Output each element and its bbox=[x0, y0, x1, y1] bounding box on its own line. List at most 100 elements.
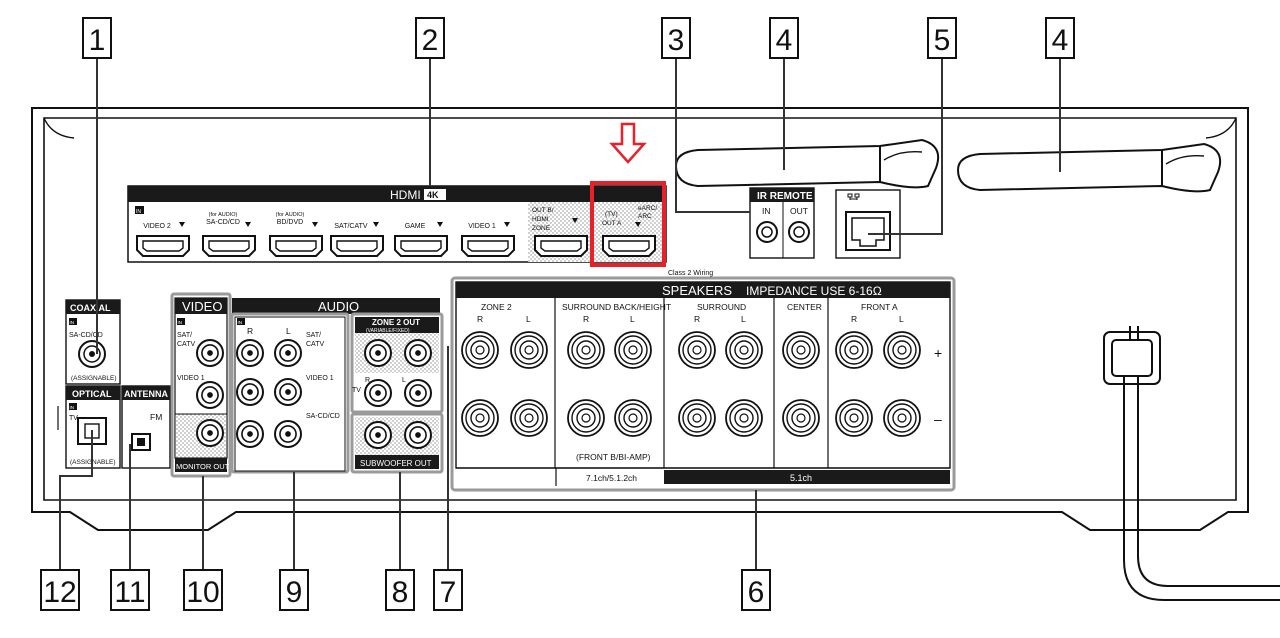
hdmi-in-port-4[interactable] bbox=[394, 235, 448, 257]
callout-number: 12 bbox=[43, 576, 76, 609]
hdmi-out-a-label-1: OUT A bbox=[602, 220, 622, 227]
optical-in-label: IN bbox=[70, 405, 75, 410]
callout-11: 11 bbox=[110, 569, 150, 611]
hdmi-in-label: IN bbox=[136, 209, 141, 215]
speaker-terminal-1-0-minus[interactable] bbox=[567, 399, 605, 437]
callout-number: 6 bbox=[748, 576, 765, 609]
hdmi-in-port-3[interactable] bbox=[330, 235, 384, 257]
hdmi-in-port-0[interactable] bbox=[136, 235, 190, 257]
audio-in-l-jack-1[interactable] bbox=[274, 378, 302, 406]
hdmi-out-a-earc-port[interactable] bbox=[602, 235, 656, 257]
callout-1: 1 bbox=[82, 17, 112, 59]
coaxial-title: COAXIAL bbox=[70, 303, 111, 313]
speaker-terminal-0-1-minus[interactable] bbox=[510, 399, 548, 437]
callout-number: 7 bbox=[440, 576, 457, 609]
speaker-terminal-4-1-plus[interactable] bbox=[883, 331, 921, 369]
speaker-terminal-1-1-minus[interactable] bbox=[614, 399, 652, 437]
hdmi-out-b-label-1: HDMI bbox=[532, 216, 549, 223]
audio-in-r-jack-2[interactable] bbox=[236, 420, 264, 448]
zone2-out-r-jack[interactable] bbox=[364, 339, 392, 367]
hdmi-section: HDMI 4K IN VIDEO 2(for AUDIO)SA-CD/CD(fo… bbox=[127, 185, 667, 263]
hdmi-port-label-5-0: VIDEO 1 bbox=[468, 223, 496, 230]
audio-sat-label-1: SAT/ bbox=[306, 332, 321, 339]
speaker-l-label-0: L bbox=[526, 314, 531, 324]
hdmi-earc-label-0: eARC/ bbox=[638, 205, 657, 212]
zone2-out-l-jack[interactable] bbox=[404, 339, 432, 367]
speaker-plus-sign: + bbox=[934, 345, 942, 361]
callout-number: 4 bbox=[1052, 24, 1069, 57]
speaker-terminal-2-1-plus[interactable] bbox=[725, 331, 763, 369]
audio-in-l-jack-0[interactable] bbox=[274, 339, 302, 367]
video-in-video1-jack[interactable] bbox=[196, 381, 224, 409]
callout-number: 9 bbox=[286, 576, 303, 609]
callout-4: 4 bbox=[769, 17, 799, 59]
speaker-terminal-2-1-minus[interactable] bbox=[725, 399, 763, 437]
hdmi-out-b-port[interactable] bbox=[534, 235, 588, 257]
triangle-marker-icon bbox=[437, 222, 443, 227]
tv-in-r-jack[interactable] bbox=[364, 379, 392, 407]
callout-9: 9 bbox=[279, 569, 309, 611]
antenna-title: ANTENNA bbox=[124, 389, 168, 399]
hdmi-port-label-1-0: (for AUDIO) bbox=[209, 212, 238, 218]
monitor-out-jack[interactable] bbox=[196, 419, 224, 447]
zone2-l-label: L bbox=[402, 377, 406, 384]
speaker-terminal-0-1-plus[interactable] bbox=[510, 331, 548, 369]
hdmi-in-port-1[interactable] bbox=[202, 235, 256, 257]
hdmi-out-b-label-0: OUT B/ bbox=[532, 207, 554, 214]
ir-out-label: OUT bbox=[790, 206, 808, 216]
audio-in-l-jack-2[interactable] bbox=[274, 420, 302, 448]
callout-3: 3 bbox=[661, 17, 691, 59]
triangle-marker-icon bbox=[245, 222, 251, 227]
speaker-terminal-4-1-minus[interactable] bbox=[883, 399, 921, 437]
hdmi-earc-label-1: ARC bbox=[638, 213, 652, 220]
audio-in-r-jack-0[interactable] bbox=[236, 339, 264, 367]
speaker-r-label-0: R bbox=[477, 314, 483, 324]
subwoofer-out-jack-1[interactable] bbox=[364, 421, 392, 449]
wireless-antenna-right[interactable] bbox=[956, 142, 1222, 193]
speaker-terminal-2-0-plus[interactable] bbox=[678, 331, 716, 369]
callout-number: 10 bbox=[186, 576, 219, 609]
coaxial-assignable-label: (ASSIGNABLE) bbox=[71, 375, 117, 382]
speaker-terminal-1-0-plus[interactable] bbox=[567, 331, 605, 369]
audio-in-label: IN bbox=[238, 320, 243, 325]
speaker-terminal-center-minus[interactable] bbox=[782, 399, 820, 437]
speaker-group-label-0: ZONE 2 bbox=[481, 302, 512, 312]
callout-5: 5 bbox=[927, 17, 957, 59]
speaker-terminal-1-1-plus[interactable] bbox=[614, 331, 652, 369]
audio-title: AUDIO bbox=[318, 299, 359, 314]
speaker-terminal-4-0-plus[interactable] bbox=[835, 331, 873, 369]
video-section: VIDEO IN SAT/ CATV VIDEO 1 MONITOR OUT bbox=[170, 292, 232, 478]
speaker-terminal-2-0-minus[interactable] bbox=[678, 399, 716, 437]
audio-in-r-jack-1[interactable] bbox=[236, 378, 264, 406]
speaker-group-label-3: CENTER bbox=[787, 302, 822, 312]
wireless-antenna-left[interactable] bbox=[674, 138, 940, 189]
video-in-sat-catv-jack[interactable] bbox=[196, 339, 224, 367]
hdmi-in-port-2[interactable] bbox=[269, 235, 323, 257]
video-sat-label-2: CATV bbox=[177, 341, 195, 348]
zone2-out-subtitle: (VARIABLE/FIXED) bbox=[366, 328, 410, 334]
speaker-terminal-center-plus[interactable] bbox=[782, 331, 820, 369]
zone2-tv-label: TV bbox=[352, 387, 361, 394]
down-arrow-icon bbox=[609, 122, 647, 164]
ir-in-label: IN bbox=[762, 206, 771, 216]
coaxial-section: COAXIAL IN SA-CD/CD (ASSIGNABLE) bbox=[65, 299, 121, 385]
speaker-r-label-4: R bbox=[851, 314, 857, 324]
callout-6: 6 bbox=[741, 569, 771, 611]
mode-5-1ch-label: 5.1ch bbox=[790, 473, 812, 483]
power-cord bbox=[1103, 326, 1280, 601]
speaker-terminal-0-0-minus[interactable] bbox=[461, 399, 499, 437]
callout-number: 3 bbox=[668, 24, 685, 57]
hdmi-port-label-3-0: SAT/CATV bbox=[334, 223, 368, 230]
subwoofer-out-jack-2[interactable] bbox=[404, 421, 432, 449]
hdmi-in-port-5[interactable] bbox=[461, 235, 515, 257]
tv-in-l-jack[interactable] bbox=[404, 379, 432, 407]
speakers-impedance: IMPEDANCE USE 6-16Ω bbox=[746, 284, 882, 298]
triangle-marker-icon bbox=[179, 222, 185, 227]
audio-sat-label-2: CATV bbox=[306, 341, 324, 348]
front-b-bi-amp-label: (FRONT B/BI-AMP) bbox=[576, 452, 651, 462]
lan-section bbox=[835, 189, 901, 259]
speaker-terminal-0-0-plus[interactable] bbox=[461, 331, 499, 369]
speaker-terminal-4-0-minus[interactable] bbox=[835, 399, 873, 437]
callout-number: 11 bbox=[114, 576, 145, 609]
network-icon bbox=[847, 193, 860, 200]
